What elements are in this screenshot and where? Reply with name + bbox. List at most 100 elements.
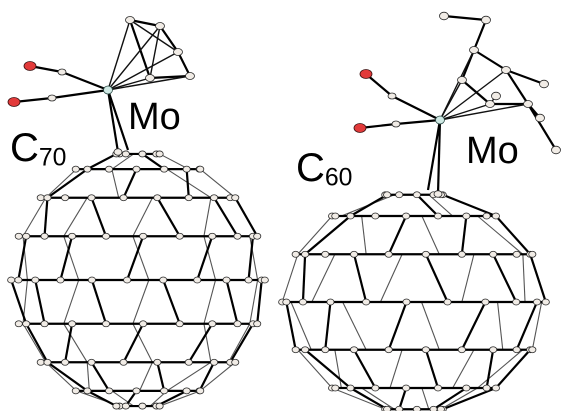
carbon-atom (138, 402, 147, 410)
cage-bond (398, 387, 408, 410)
carbon-atom (346, 212, 355, 220)
carbon-atom (87, 358, 96, 366)
carbon-atom (326, 298, 335, 306)
back-bond (311, 254, 336, 303)
cage-bond (349, 387, 388, 411)
cage-bond (64, 323, 74, 363)
substituent-bond (527, 103, 557, 151)
substituent-bond (443, 14, 487, 22)
back-bond (199, 168, 236, 199)
mo-cage-bond (106, 89, 130, 151)
carbon-atom (155, 402, 164, 410)
carbon-atom (383, 405, 392, 411)
carbon-atom (481, 15, 491, 25)
back-bond (452, 349, 475, 389)
mo-carbonyl-bond (391, 95, 441, 121)
back-bond (421, 301, 440, 350)
carbon-atom (412, 405, 421, 411)
carbon-atom (469, 46, 479, 54)
carbon-atom (244, 276, 253, 284)
back-bond (203, 236, 217, 281)
carbon-atom (362, 298, 371, 306)
back-bond (331, 387, 386, 410)
back-bond (63, 279, 80, 324)
carbon-atom (105, 165, 114, 173)
back-bond (139, 362, 153, 392)
oxygen-atom (23, 61, 37, 71)
carbon-atom (68, 320, 77, 328)
carbon-atom (40, 320, 49, 328)
back-bond (63, 236, 80, 281)
carbon-atom (185, 72, 195, 80)
mo-carbonyl-bond (61, 70, 109, 92)
carbon-atom (457, 76, 467, 84)
cage-bond (122, 168, 138, 199)
carbon-atom (421, 346, 430, 354)
carbon-atom (298, 298, 307, 306)
carbon-atom (71, 387, 80, 395)
carbon-atom (301, 250, 310, 258)
carbon-atom (196, 387, 205, 395)
oxygen-atom (7, 97, 21, 107)
back-bond (249, 279, 259, 324)
carbon-atom (350, 250, 359, 258)
carbon-atom (119, 358, 128, 366)
carbon-atom (457, 346, 466, 354)
carbon-atom (331, 384, 340, 392)
back-bond (297, 349, 333, 389)
carbon-atom (121, 402, 130, 410)
cp-ring-bond (149, 25, 161, 79)
carbon-atom (105, 387, 114, 395)
cage-bond (529, 253, 547, 303)
cage-bond (460, 215, 468, 255)
carbon-atom (482, 212, 491, 220)
back-bond (86, 362, 90, 391)
carbon-atom (175, 232, 184, 240)
substituent-bond (472, 19, 488, 51)
cage-bond (90, 279, 108, 325)
cage-bond (492, 253, 518, 303)
label-c70: C70 (10, 126, 67, 172)
carbon-atom (123, 276, 132, 284)
carbon-atom (501, 66, 511, 74)
carbon-atom (489, 346, 498, 354)
carbon-atom (138, 150, 147, 158)
back-bond (440, 387, 478, 410)
carbon-atom (391, 120, 401, 128)
cage-bond (387, 215, 408, 255)
back-bond (111, 169, 120, 198)
carbon-atom (102, 320, 111, 328)
cage-bond (353, 349, 377, 389)
cage-bond (442, 386, 497, 411)
cage-bond (196, 235, 214, 281)
cage-bond (43, 197, 49, 237)
cage-bond (213, 197, 239, 237)
carbon-atom (113, 148, 123, 156)
cage-bond (234, 197, 259, 237)
carbon-atom (57, 68, 67, 76)
mo-cp-bond (107, 77, 151, 91)
cage-bond (304, 215, 352, 256)
cage-bond (17, 236, 28, 281)
carbon-atom (121, 150, 130, 158)
cage-bond (304, 348, 352, 389)
back-bond (159, 390, 201, 407)
carbon-atom (491, 91, 501, 101)
carbon-atom (512, 298, 521, 306)
mo-carbonyl-bond (51, 88, 109, 100)
carbon-atom (61, 358, 70, 366)
cage-bond (460, 301, 487, 351)
carbon-atom (61, 194, 70, 202)
mo-cp-bond (439, 103, 529, 121)
c70-mo-complex (7, 16, 269, 410)
back-bond (166, 168, 212, 199)
back-bond (421, 215, 440, 255)
carbon-atom (43, 358, 52, 366)
cage-bond (301, 254, 307, 303)
cage-bond (122, 323, 145, 363)
mo-cage-bond (426, 119, 442, 191)
carbon-atom (462, 384, 471, 392)
label-right-mo: Mo (466, 130, 519, 172)
substituent-bond (505, 68, 545, 86)
